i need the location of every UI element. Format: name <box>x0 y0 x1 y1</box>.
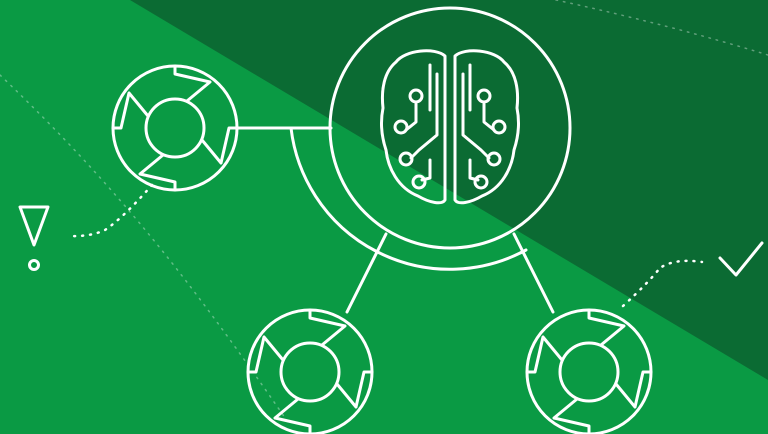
hub-orbit-arc <box>289 126 528 271</box>
hub-circle <box>328 6 572 250</box>
success-dotted-path <box>621 259 704 308</box>
node-inner-circle <box>279 341 341 403</box>
brain-circuit-icon <box>380 49 520 205</box>
node-inner-circle <box>144 97 206 159</box>
rotating-arrows-cycle-icon <box>525 308 653 434</box>
node-inner-circle <box>558 341 620 403</box>
exclamation-warning-icon <box>18 205 50 271</box>
checkmark-icon <box>718 241 764 277</box>
cycle-node-bottom-right <box>525 308 653 434</box>
rotating-arrows-cycle-icon <box>111 64 239 192</box>
brain-hub <box>328 6 572 250</box>
cycle-node-bottom-left <box>246 308 374 434</box>
background-dark-diagonal <box>130 0 768 380</box>
cycle-node-top-left <box>111 64 239 192</box>
rotating-arrows-cycle-icon <box>246 308 374 434</box>
warning-dotted-path <box>66 183 154 238</box>
connector-lines <box>235 126 555 314</box>
